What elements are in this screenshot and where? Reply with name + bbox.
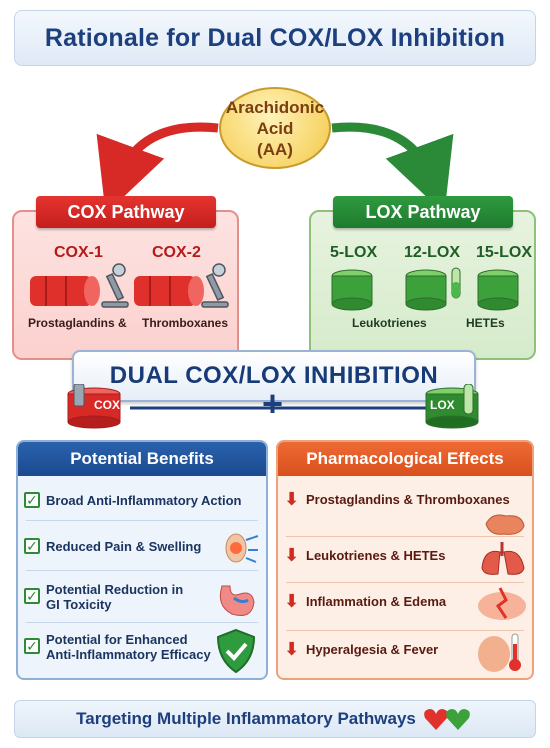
down-arrow-icon: ⬇ [284,489,300,509]
down-arrow-icon: ⬇ [284,545,300,565]
cox-curve-arrow [96,122,219,214]
benefit-text: Potential Reduction in [46,582,184,597]
effect-text: Prostaglandins & Thromboxanes [306,491,510,507]
benefit-item: ✓ Broad Anti-Inflammatory Action [24,492,242,508]
aa-line3: (AA) [257,139,293,159]
15lox-cylinder-icon [477,269,519,311]
cox-tag-label: COX [94,398,121,412]
lox-tag-label: LOX [430,398,455,412]
benefits-box: Potential Benefits ✓ Broad Anti-Inflamma… [16,440,268,680]
cox-tag-cylinder-icon [67,384,121,429]
footer-banner: Targeting Multiple Inflammatory Pathways [14,700,536,738]
arachidonic-acid-node: Arachidonic Acid (AA) [219,87,331,169]
page-title: Rationale for Dual COX/LOX Inhibition [14,10,536,66]
cox-product-2: Thromboxanes [142,316,229,330]
effect-item: ⬇ Hyperalgesia & Fever [284,640,438,658]
cox-product-1: Prostaglandins & [28,316,127,330]
benefit-item: ✓ Potential for Enhanced Anti-Inflammato… [24,632,211,662]
effect-text: Hyperalgesia & Fever [306,641,439,657]
benefit-text-2: GI Toxicity [46,597,112,612]
12lox-label: 12-LOX [404,244,461,261]
plus-icon: + [262,383,284,424]
lox-curve-arrow [331,122,454,214]
effect-text: Leukotrienes & HETEs [306,547,446,563]
effect-item: ⬇ Inflammation & Edema [284,592,446,610]
effects-box: Pharmacological Effects ⬇ Prostaglandins… [276,440,534,680]
down-arrow-icon: ⬇ [284,639,300,659]
cox1-label: COX-1 [54,244,103,261]
12lox-cylinder-icon [405,269,447,311]
test-tube-icon [451,267,461,299]
aa-line1: Arachidonic [225,97,325,117]
effect-item: ⬇ Leukotrienes & HETEs [284,546,445,564]
lox-enzymes-graphic [331,267,519,311]
dual-connector-graphic [67,384,479,429]
cox-banner: COX Pathway [36,196,216,228]
lox-banner: LOX Pathway [333,196,513,228]
effects-title: Pharmacological Effects [278,442,532,476]
benefit-text-2: Anti-Inflammatory Efficacy [46,647,211,662]
effect-item: ⬇ Prostaglandins & Thromboxanes [284,490,510,508]
enzyme-blob-icon [485,514,525,535]
cox2-cylinder-icon [134,276,204,306]
check-icon: ✓ [24,492,40,508]
microscope-icon [101,263,129,308]
effect-text: Inflammation & Edema [306,593,447,609]
lox-product-1: Leukotrienes [352,316,427,330]
benefit-text: Potential for Enhanced [46,632,188,647]
benefit-text: Reduced Pain & Swelling [46,538,202,554]
benefits-title: Potential Benefits [18,442,266,476]
benefit-item: ✓ Potential Reduction in GI Toxicity [24,582,183,612]
check-icon: ✓ [24,638,40,654]
inflammation-icon [478,587,526,620]
check-icon: ✓ [24,538,40,554]
lungs-icon [481,542,525,575]
benefit-item: ✓ Reduced Pain & Swelling [24,538,201,554]
cox2-label: COX-2 [152,244,201,261]
stomach-icon [219,585,255,616]
thermometer-icon [478,633,521,672]
5lox-cylinder-icon [331,269,373,311]
benefit-text: Broad Anti-Inflammatory Action [46,492,242,508]
down-arrow-icon: ⬇ [284,591,300,611]
dual-inhibition-box: DUAL COX/LOX INHIBITION [72,350,476,402]
lox-product-2: HETEs [466,316,505,330]
aa-line2: Acid [256,118,294,138]
cox-enzymes-graphic [30,263,229,308]
shield-check-icon [216,628,256,674]
check-icon: ✓ [24,588,40,604]
15lox-label: 15-LOX [476,244,533,261]
5lox-label: 5-LOX [330,244,378,261]
hearts-icon [424,709,470,730]
joint-pain-icon [225,533,259,563]
lox-tag-cylinder-icon [425,384,479,429]
cox1-cylinder-icon [30,276,100,306]
microscope-icon [201,263,229,308]
footer-text: Targeting Multiple Inflammatory Pathways [76,709,416,728]
